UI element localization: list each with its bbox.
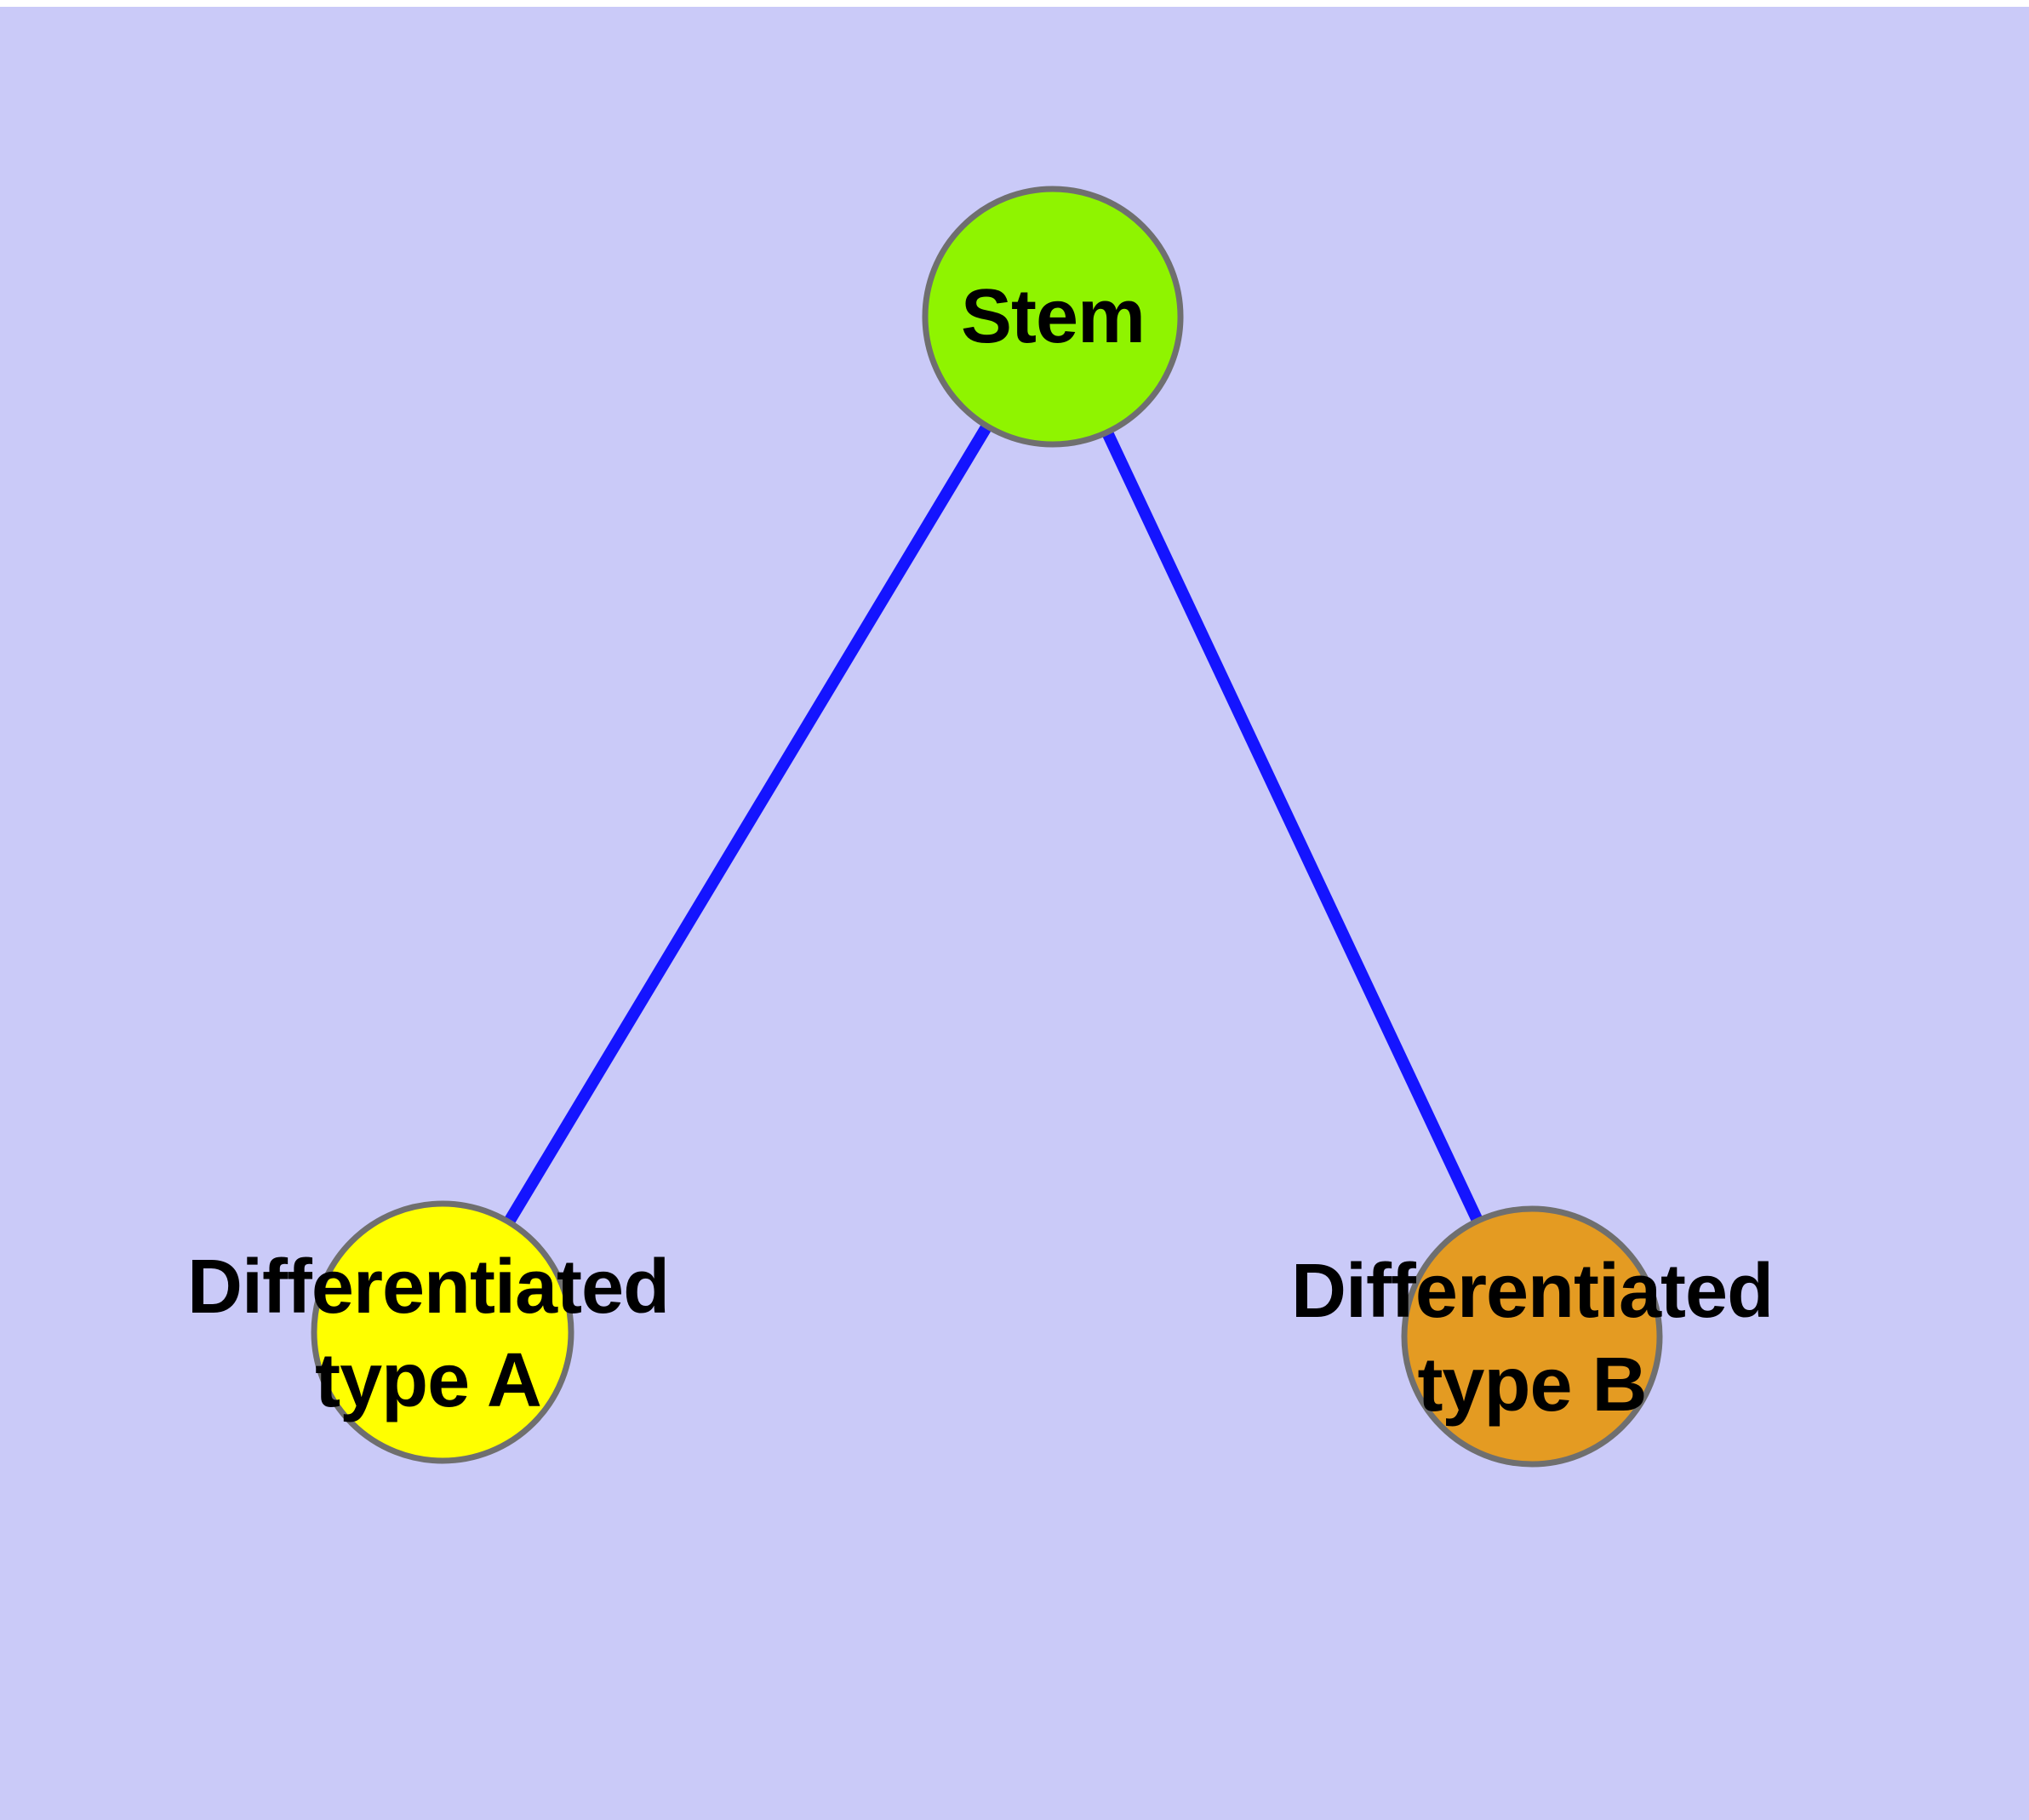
edge-stem-to-type-b — [1047, 314, 1538, 1339]
node-type-b-label-line2: type B — [1417, 1342, 1647, 1428]
node-stem-label: Stem — [960, 270, 1146, 363]
node-type-b-circle — [1401, 1205, 1663, 1468]
node-type-a-circle — [311, 1200, 574, 1464]
node-stem-label-text: Stem — [960, 274, 1146, 359]
node-type-b-label-line1: Differentiated — [1290, 1249, 1774, 1334]
edge-stem-to-type-a — [437, 313, 1058, 1336]
node-stem-circle — [922, 186, 1184, 448]
node-type-a-label-line2: type A — [315, 1338, 542, 1423]
node-type-b-label: Differentiated type B — [1290, 1245, 1774, 1432]
node-type-a-label: Differentiated type A — [186, 1240, 670, 1428]
node-type-a-label-line1: Differentiated — [186, 1245, 670, 1330]
